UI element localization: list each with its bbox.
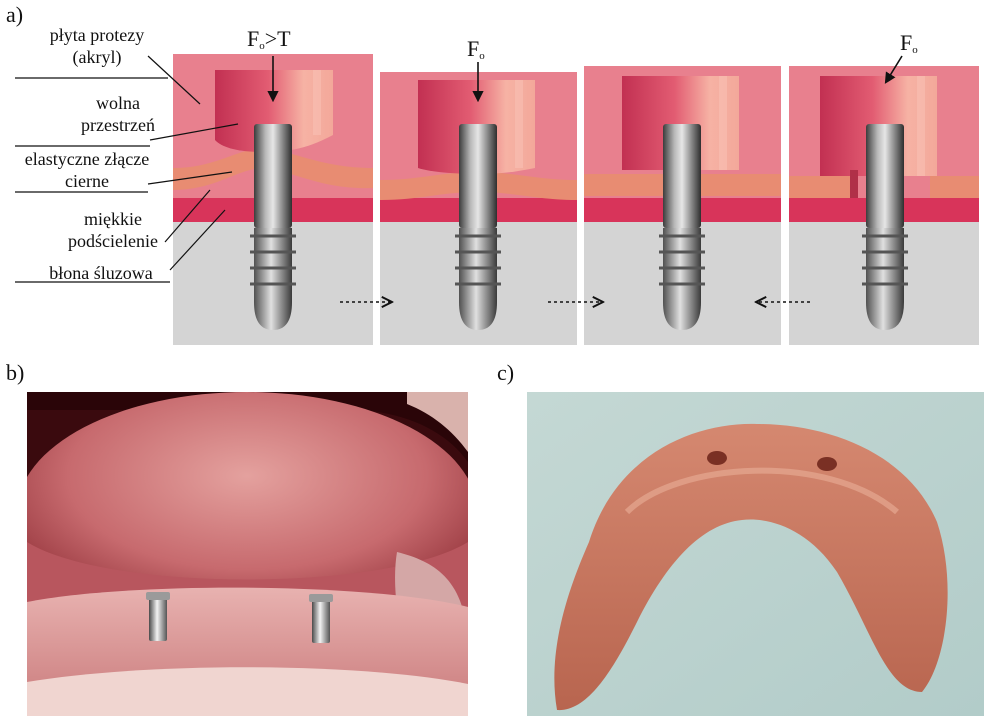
force-label-4: Fo xyxy=(900,30,918,56)
label-soft-liner-line2: podścielenie xyxy=(48,230,178,252)
force-2-subscript: o xyxy=(479,50,485,62)
implant-3 xyxy=(659,124,705,330)
panel-c-letter: c) xyxy=(497,360,514,386)
force-4-subscript: o xyxy=(912,44,918,56)
denture-photo-illustration xyxy=(527,392,984,716)
label-free-space-line2: przestrzeń xyxy=(58,114,178,136)
force-label-1: Fo>T xyxy=(247,26,291,52)
label-friction-joint: elastyczne złącze cierne xyxy=(6,148,168,192)
implant-4 xyxy=(862,124,908,330)
label-denture-plate-line1: płyta protezy xyxy=(22,24,172,46)
photo-mouth-implants xyxy=(27,392,468,716)
label-soft-liner: miękkie podścielenie xyxy=(48,208,178,252)
implant-2 xyxy=(455,124,501,330)
force-2-symbol: F xyxy=(467,36,479,61)
label-friction-joint-line1: elastyczne złącze xyxy=(6,148,168,170)
label-denture-plate-line2: (akryl) xyxy=(22,46,172,68)
photo-overdenture xyxy=(527,392,984,716)
label-soft-liner-line1: miękkie xyxy=(48,208,178,230)
label-denture-plate: płyta protezy (akryl) xyxy=(22,24,172,68)
panel-b-letter: b) xyxy=(6,360,24,386)
label-free-space: wolna przestrzeń xyxy=(58,92,178,136)
mouth-photo-illustration xyxy=(27,392,468,716)
force-label-2: Fo xyxy=(467,36,485,62)
label-friction-joint-line2: cierne xyxy=(6,170,168,192)
force-4-symbol: F xyxy=(900,30,912,55)
force-1-relation: >T xyxy=(265,26,291,51)
force-1-symbol: F xyxy=(247,26,259,51)
label-mucosa: błona śluzowa xyxy=(26,262,176,284)
implant-1 xyxy=(250,124,296,330)
label-free-space-line1: wolna xyxy=(58,92,178,114)
